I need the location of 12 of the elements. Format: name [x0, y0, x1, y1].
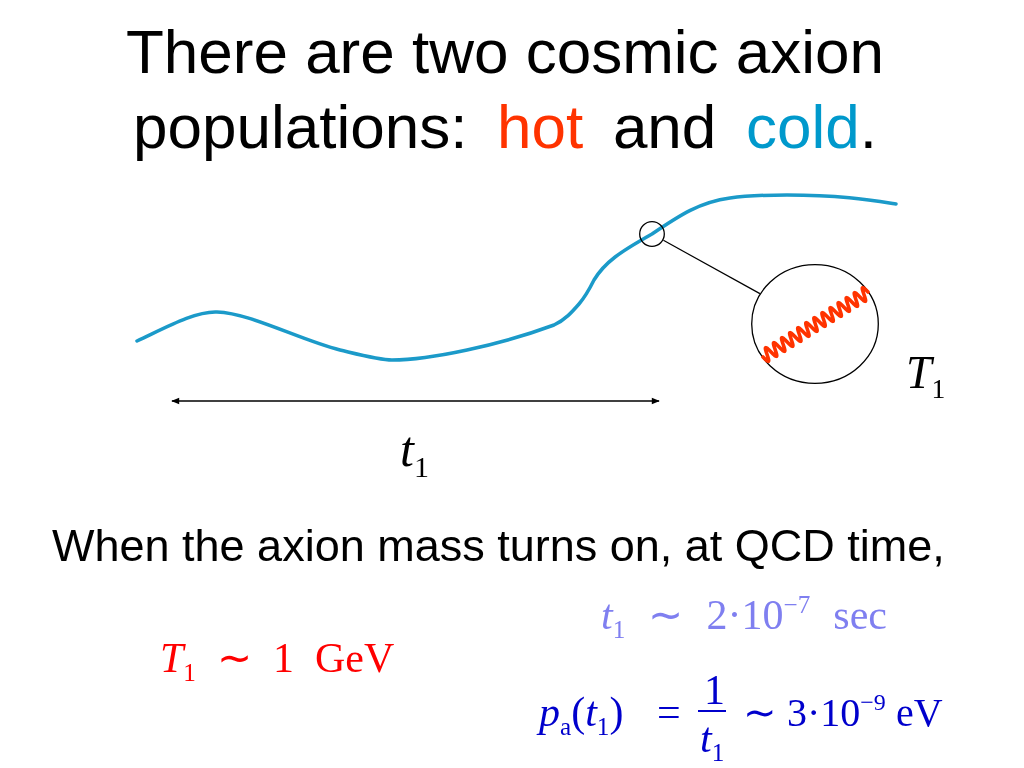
fraction-denominator: t$_{1}$: [700, 714, 725, 767]
body-text: When the axion mass turns on, at QCD time,: [52, 520, 945, 572]
magnified-circle: [751, 264, 879, 384]
small-circle: [639, 221, 665, 247]
equation: T$_{1}$ ∼ 1 GeV: [160, 634, 395, 682]
variable-label: T$_{1}$: [906, 346, 946, 399]
dimension-label: t$_{1}$: [400, 420, 429, 478]
leader-line: [662, 239, 761, 295]
fraction-numerator: 1: [704, 672, 725, 708]
equation: t$_{1}$ ∼ 2·10$^{−7}$ sec: [601, 590, 887, 639]
slide-title: There are two cosmic axion populations: hot and cold.: [124, 16, 886, 163]
equation: ∼ 3·10$^{−9}$ eV: [743, 689, 943, 736]
